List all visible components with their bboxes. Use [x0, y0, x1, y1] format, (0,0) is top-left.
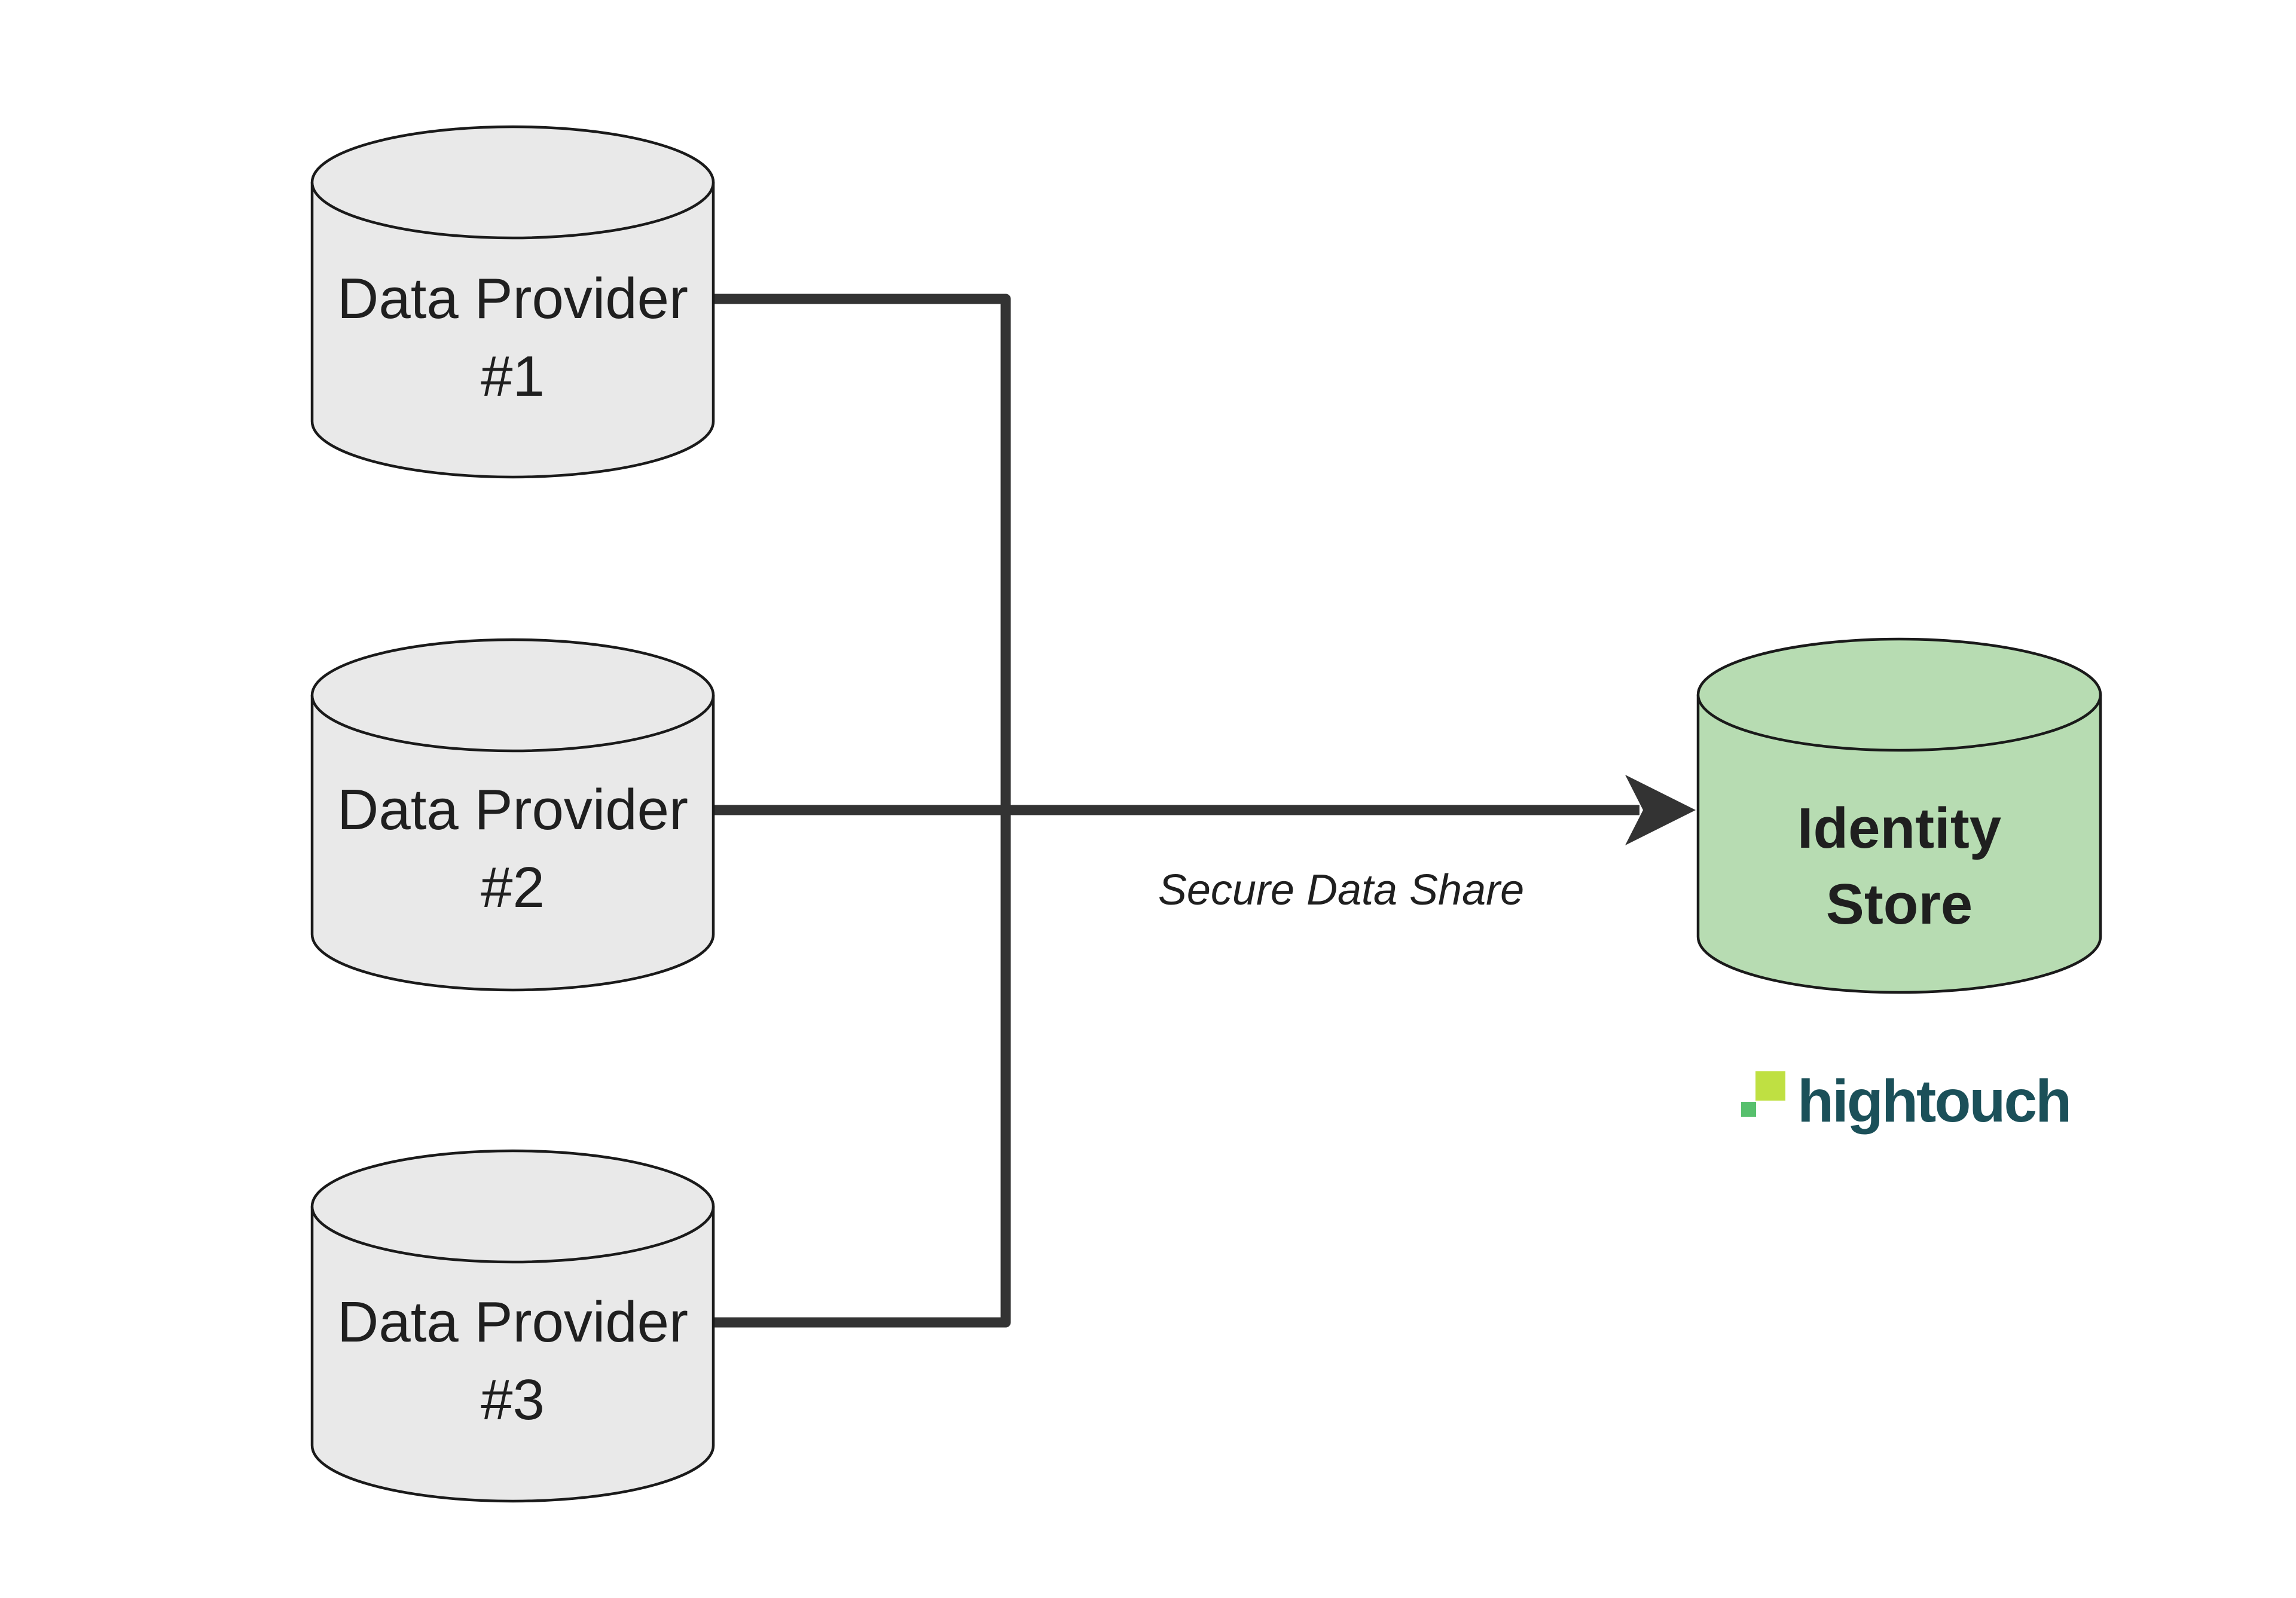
identity-store-label-line1: Identity	[1797, 796, 2002, 860]
cylinder-top	[310, 638, 715, 753]
hightouch-logo-icon	[1741, 1071, 1785, 1117]
data-provider-2-label: Data Provider #2	[311, 771, 715, 927]
data-provider-1-label-line2: #1	[481, 344, 545, 408]
cylinder-top	[310, 1149, 715, 1264]
cylinder-body	[310, 1206, 715, 1503]
node-data-provider-1 database-cylinder-icon	[310, 125, 715, 479]
secure-data-share-label: Secure Data Share	[1158, 866, 1525, 914]
cylinder-top	[310, 125, 715, 240]
identity-store-label: Identity Store	[1697, 790, 2102, 942]
node-identity-store database-cylinder-icon	[1696, 637, 2102, 994]
data-provider-2-label-line2: #2	[481, 855, 545, 919]
arrowhead-icon	[1625, 775, 1696, 845]
data-provider-3-label-line2: #3	[481, 1368, 545, 1432]
cylinder-body	[310, 695, 715, 992]
data-provider-3-label-line1: Data Provider	[337, 1290, 688, 1354]
node-data-provider-2 database-cylinder-icon	[310, 638, 715, 992]
data-provider-2-label-line1: Data Provider	[337, 778, 688, 842]
data-provider-3-label: Data Provider #3	[311, 1284, 715, 1439]
logo-lime-square	[1755, 1071, 1785, 1101]
hightouch-wordmark: hightouch	[1797, 1068, 2072, 1135]
cylinder-body	[310, 182, 715, 479]
data-provider-1-label: Data Provider #1	[311, 260, 715, 415]
data-provider-1-label-line1: Data Provider	[337, 267, 688, 331]
identity-store-label-line2: Store	[1825, 872, 1973, 936]
cylinder-top	[1696, 637, 2102, 752]
node-data-provider-3 database-cylinder-icon	[310, 1149, 715, 1503]
logo-green-square	[1741, 1102, 1756, 1117]
cylinder-body	[1696, 695, 2102, 994]
hightouch-logo: hightouch	[1741, 1068, 2072, 1135]
